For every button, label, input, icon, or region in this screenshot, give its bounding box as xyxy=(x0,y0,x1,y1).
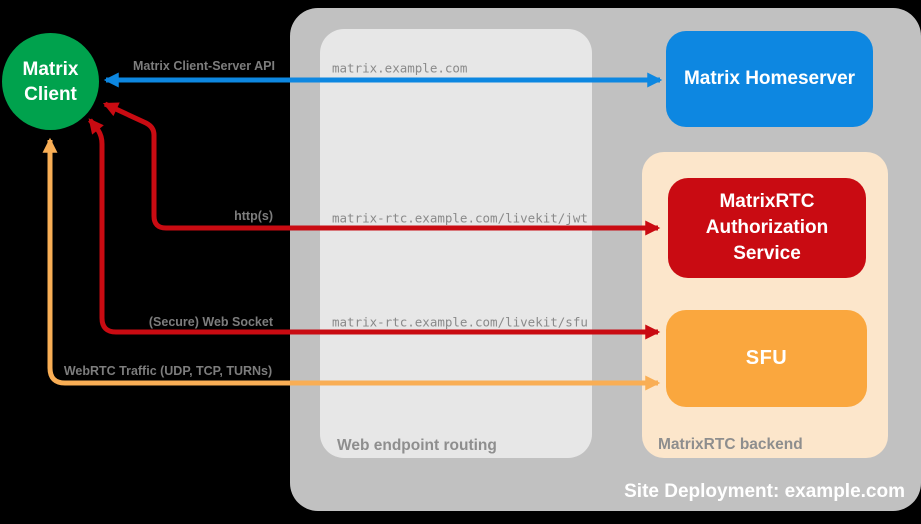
client-server-api-label: Matrix Client-Server API xyxy=(133,59,275,73)
web-endpoint-routing-container xyxy=(320,29,592,458)
site-deployment-label: Site Deployment: example.com xyxy=(624,481,905,502)
matrixrtc-auth-service-label: MatrixRTC Authorization Service xyxy=(705,191,829,264)
matrixrtc-backend-label: MatrixRTC backend xyxy=(658,436,803,453)
matrix-homeserver-label: Matrix Homeserver xyxy=(683,68,856,89)
endpoint-livekit-sfu: matrix-rtc.example.com/livekit/sfu xyxy=(332,314,588,330)
web-endpoint-routing-label: Web endpoint routing xyxy=(337,437,497,454)
endpoint-livekit-jwt: matrix-rtc.example.com/livekit/jwt xyxy=(332,210,588,226)
matrixrtc-auth-service-node: MatrixRTC Authorization Service xyxy=(668,178,866,278)
sfu-label: SFU xyxy=(745,347,788,369)
https-label: http(s) xyxy=(234,209,273,223)
matrix-client-node: Matrix Client xyxy=(2,33,99,130)
matrix-client-label: Matrix Client xyxy=(22,58,79,105)
matrix-homeserver-node: Matrix Homeserver xyxy=(666,31,873,127)
webrtc-traffic-label: WebRTC Traffic (UDP, TCP, TURNs) xyxy=(63,364,273,378)
sfu-node: SFU xyxy=(666,310,867,407)
endpoint-matrix-example: matrix.example.com xyxy=(332,60,468,76)
websocket-label: (Secure) Web Socket xyxy=(148,315,273,329)
